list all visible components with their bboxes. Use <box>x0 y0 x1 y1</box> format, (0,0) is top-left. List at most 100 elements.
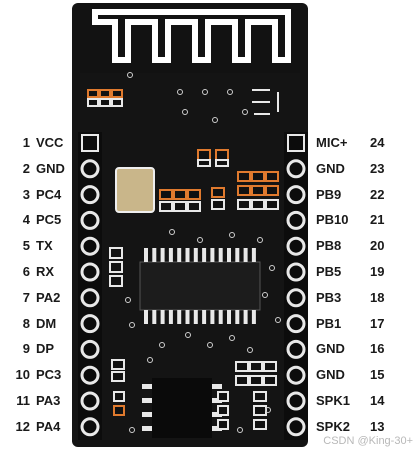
pin-name: PC3 <box>36 367 62 383</box>
right-pad <box>286 417 306 437</box>
smd-component <box>265 185 279 196</box>
right-pad-column <box>284 132 308 440</box>
pin-number: 14 <box>370 393 385 408</box>
pin-name: PA3 <box>36 393 61 408</box>
smd-component <box>87 89 99 98</box>
right-pad <box>286 365 306 385</box>
pin-name: PB1 <box>316 315 342 331</box>
smd-component <box>253 405 267 416</box>
pin-number: 22 <box>370 186 385 202</box>
left-pin-label: 10 PC3 <box>14 367 62 383</box>
via <box>182 109 188 115</box>
right-pad <box>286 236 306 256</box>
left-pad <box>80 159 100 179</box>
pin-number: 5 <box>22 238 30 254</box>
pin-number: 6 <box>22 264 30 279</box>
smd-component <box>263 375 277 386</box>
right-pad <box>286 262 306 282</box>
antenna-trace <box>92 9 291 63</box>
pin-name: GND <box>36 160 65 176</box>
smd-component <box>99 89 111 98</box>
smd-component <box>111 371 125 382</box>
smd-component <box>109 275 123 287</box>
smd-component <box>173 189 187 200</box>
left-pin-label: 3 PC4 <box>14 186 62 203</box>
smd-component <box>237 185 251 196</box>
smd-component <box>251 171 265 182</box>
smd-component <box>173 201 187 212</box>
pin-number: 16 <box>370 341 385 357</box>
smd-component <box>159 201 173 212</box>
smd-component <box>237 171 251 182</box>
pin-number: 10 <box>15 367 30 383</box>
smd-component <box>251 199 265 210</box>
pin-name: GND <box>316 341 345 357</box>
pin-number: 4 <box>22 212 30 228</box>
smd-component <box>211 199 225 210</box>
pin-name: TX <box>36 238 53 254</box>
smd-component <box>87 98 99 107</box>
right-pad <box>286 185 306 205</box>
pin-name: PB5 <box>316 264 342 279</box>
pin-number: 3 <box>22 186 30 202</box>
pin-name: SPK1 <box>316 393 350 408</box>
pin-name: PB10 <box>316 212 349 228</box>
left-pad <box>80 314 100 334</box>
right-pad <box>286 210 306 230</box>
vias <box>125 72 281 433</box>
pin-number: 1 <box>22 135 30 150</box>
pin-name: PB8 <box>316 238 342 254</box>
pin-name: PC4 <box>36 186 62 202</box>
pin-name: PA4 <box>36 418 61 434</box>
left-pin-label: 5 TX <box>14 238 53 254</box>
pcb-board <box>72 3 308 447</box>
pin-number: 19 <box>370 264 385 279</box>
smd-component <box>217 419 229 430</box>
smd-component <box>187 201 201 212</box>
pin-name: PB9 <box>316 186 342 202</box>
smd-component <box>111 98 123 107</box>
pin-name: PA2 <box>36 289 61 305</box>
smd-component <box>109 261 123 273</box>
left-pad <box>80 365 100 385</box>
smd-component <box>265 171 279 182</box>
smd-component <box>235 361 249 372</box>
via <box>159 342 165 348</box>
pin-name: MIC+ <box>316 135 348 150</box>
via <box>185 332 191 338</box>
pin-number: 17 <box>370 315 385 331</box>
smd-component <box>113 391 125 402</box>
pad-24-square <box>287 134 305 152</box>
left-pad <box>80 210 100 230</box>
smd-component <box>235 375 249 386</box>
smd-component <box>217 391 229 402</box>
pin-name: DM <box>36 315 57 331</box>
smd-component <box>263 361 277 372</box>
main-ic <box>139 261 261 311</box>
left-pad <box>80 391 100 411</box>
right-pin-label: PB9 22 <box>316 187 384 203</box>
smd-component <box>113 405 125 416</box>
left-pad-column <box>78 132 102 440</box>
right-pin-label: GND 16 <box>316 341 384 357</box>
right-pad <box>286 288 306 308</box>
left-pad <box>80 417 100 437</box>
via <box>275 317 281 323</box>
via <box>127 72 133 78</box>
pin-number: 2 <box>22 160 30 176</box>
via <box>202 89 208 95</box>
pin-number: 24 <box>370 135 385 150</box>
smd-component <box>253 419 267 430</box>
pin-number: 9 <box>22 341 30 357</box>
transistor-outline <box>252 89 279 115</box>
via <box>265 407 271 413</box>
smd-component <box>215 149 229 161</box>
